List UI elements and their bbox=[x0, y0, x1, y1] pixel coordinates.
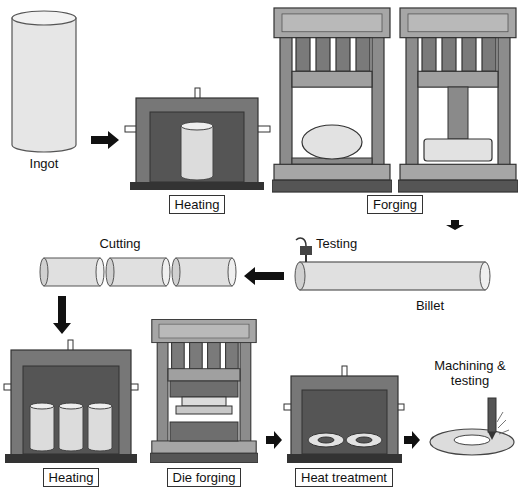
step-label-box: Die forging bbox=[167, 468, 242, 487]
billet-end bbox=[295, 262, 305, 290]
ingot-top bbox=[12, 11, 76, 25]
process-step: Die forging bbox=[146, 314, 262, 490]
die-forging-press bbox=[150, 320, 258, 463]
drawn-bar bbox=[424, 139, 492, 161]
flow-arrow bbox=[53, 296, 71, 334]
process-step: Ingot bbox=[5, 8, 87, 180]
flow-arrow bbox=[91, 131, 119, 149]
process-step: Forging bbox=[272, 2, 520, 216]
furnace bbox=[4, 340, 138, 463]
billet-end bbox=[480, 262, 490, 290]
billet-body bbox=[300, 262, 485, 290]
tool-tip bbox=[488, 432, 496, 440]
step-label: Machining & testing bbox=[428, 358, 512, 388]
lower-die bbox=[170, 422, 238, 441]
step-label: Ingot bbox=[30, 156, 59, 171]
workpiece bbox=[176, 406, 232, 414]
annotation-label: Testing bbox=[316, 236, 357, 251]
process-step: Heating bbox=[123, 86, 270, 216]
furnace bbox=[125, 88, 270, 190]
process-step: Heating bbox=[3, 338, 140, 490]
probe-tip bbox=[305, 255, 307, 262]
flow-arrow bbox=[244, 267, 284, 285]
process-step: Cutting bbox=[36, 230, 240, 292]
step-label: Billet bbox=[416, 298, 444, 313]
step-label-box: Heat treatment bbox=[295, 468, 393, 487]
flow-arrow bbox=[446, 220, 464, 230]
flow-arrow bbox=[266, 431, 282, 449]
chips bbox=[497, 412, 509, 434]
ingot-cylinder bbox=[12, 18, 76, 152]
forging-press bbox=[272, 8, 392, 192]
flow-arrow bbox=[404, 431, 420, 449]
process-step: Machining & testing bbox=[424, 356, 520, 468]
forging-press bbox=[398, 8, 518, 192]
workpiece bbox=[182, 397, 226, 406]
test-probe bbox=[300, 246, 312, 255]
ring-bore bbox=[454, 435, 490, 445]
cutting-tool bbox=[488, 398, 496, 432]
step-label-box: Heating bbox=[169, 195, 226, 214]
upper-die bbox=[170, 381, 238, 397]
upset-workpiece bbox=[302, 125, 362, 159]
step-label-box: Forging bbox=[367, 195, 423, 214]
probe-cable bbox=[296, 238, 306, 246]
step-label-box: Heating bbox=[43, 468, 100, 487]
forging-tool bbox=[448, 87, 468, 139]
step-label: Cutting bbox=[99, 236, 140, 251]
cut-pieces bbox=[40, 258, 236, 286]
process-step: Heat treatment bbox=[286, 364, 400, 490]
furnace bbox=[284, 366, 404, 463]
